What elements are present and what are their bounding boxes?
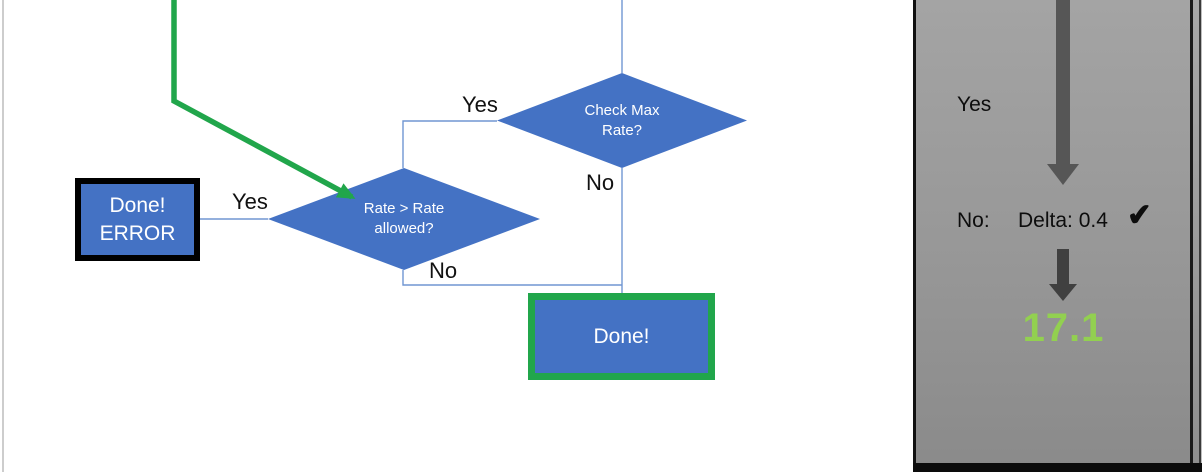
decision-check-max-rate: Check Max Rate? <box>497 73 747 168</box>
down-arrow-icon-head <box>1047 164 1079 185</box>
panel-yes-label: Yes <box>957 93 992 116</box>
magnifier-panel: Yes No: Delta: 0.4 ✔ 17.1 <box>913 0 1202 472</box>
label-rate-allowed-yes: Yes <box>232 189 268 214</box>
small-down-arrow-icon-head <box>1049 284 1077 301</box>
done-box-text: Done! <box>593 324 650 348</box>
decision-rate-allowed-text-line2: allowed? <box>374 220 434 237</box>
panel-no-label: No: <box>957 209 990 232</box>
panel-border-left <box>913 0 916 472</box>
small-down-arrow-icon <box>1057 249 1069 284</box>
decision-check-max-rate-text-line2: Rate? <box>601 121 643 139</box>
label-check-max-no: No <box>586 170 615 195</box>
down-arrow-icon <box>1056 0 1070 164</box>
decision-check-max-rate-text-line1: Check Max <box>584 101 660 119</box>
decision-rate-allowed-text-line1: Rate > Rate <box>363 200 445 217</box>
panel-right-strip-line <box>1199 0 1201 472</box>
panel-border-bottom <box>913 463 1202 472</box>
decision-rate-allowed: Rate > Rate allowed? <box>268 168 540 270</box>
green-arrow-connector <box>171 0 356 200</box>
label-rate-allowed-no: No <box>429 258 458 283</box>
label-check-max-yes: Yes <box>462 92 498 117</box>
slide-left-edge-line <box>2 0 4 472</box>
done-box: Done! <box>528 293 715 380</box>
panel-border-right <box>1190 0 1193 472</box>
connector-checkmax-yes <box>402 120 497 168</box>
result-value: 17.1 <box>1022 306 1105 350</box>
panel-right-strip <box>1193 0 1199 472</box>
panel-delta-value: Delta: 0.4 <box>1018 209 1108 232</box>
done-error-box-text-line1: Done! <box>109 193 166 217</box>
done-error-box: Done! ERROR <box>75 178 200 261</box>
done-error-box-text-line2: ERROR <box>99 221 176 245</box>
checkmark-icon: ✔ <box>1125 198 1154 233</box>
